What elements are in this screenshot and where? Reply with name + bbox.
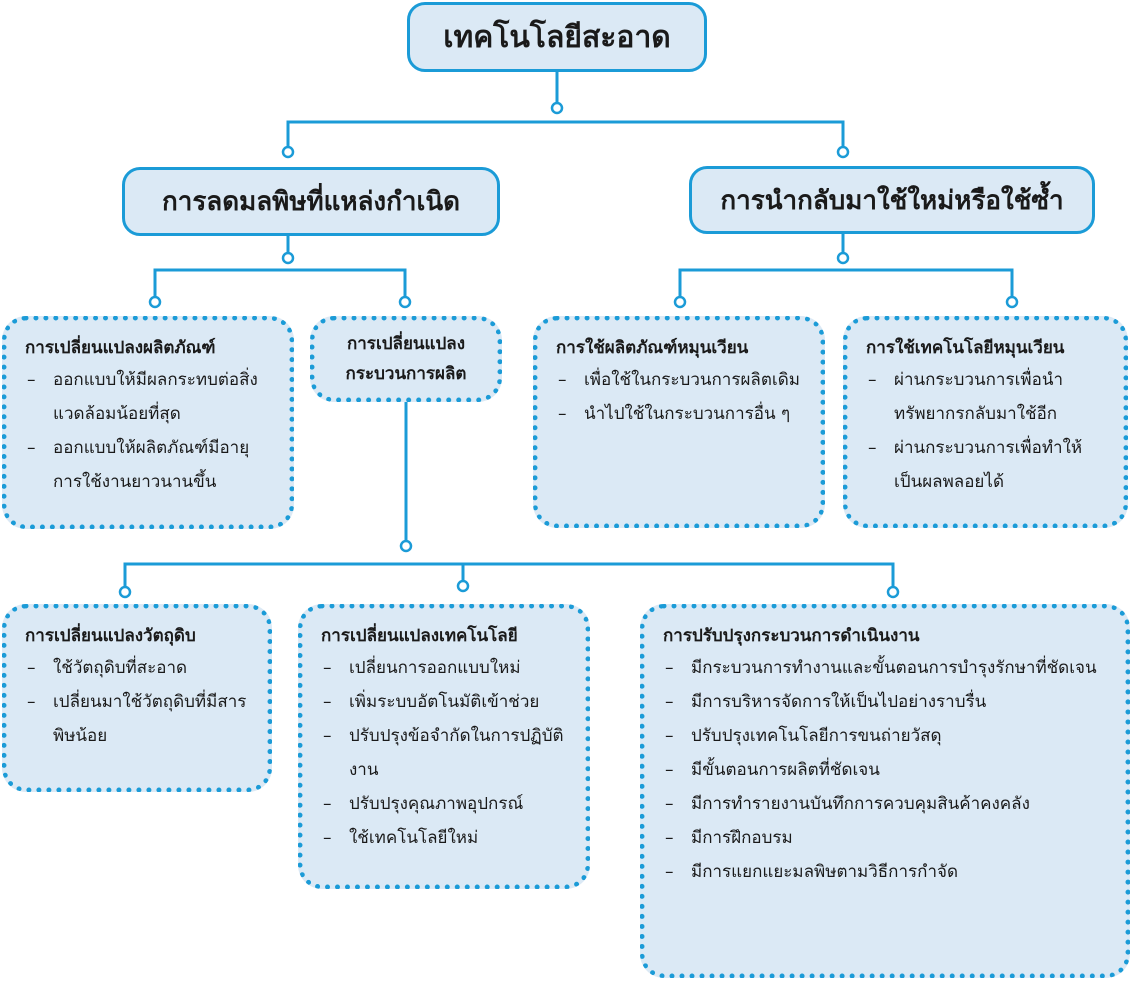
connector-node: [399, 539, 413, 553]
list-item: นำไปใช้ในกระบวนการอื่น ๆ: [556, 397, 806, 431]
list-item: มีการทำรายงานบันทึกการควบคุมสินค้าคงคลัง: [663, 787, 1111, 821]
connector-node: [456, 579, 470, 593]
connector-node: [673, 295, 687, 309]
box-product-change: การเปลี่ยนแปลงผลิตภัณฑ์ ออกแบบให้มีผลกระ…: [2, 316, 294, 529]
list-item: ออกแบบให้ผลิตภัณฑ์มีอายุการใช้งานยาวนานข…: [25, 431, 275, 499]
connector-node: [118, 585, 132, 599]
branch-source-reduction-title: การลดมลพิษที่แหล่งกำเนิด: [161, 187, 461, 217]
connector-node: [836, 251, 850, 265]
box-process-change-title-line2: กระบวนการผลิต: [345, 364, 467, 384]
list-item: มีการแยกแยะมลพิษตามวิธีการกำจัด: [663, 855, 1111, 889]
box-recycle-technology-title: การใช้เทคโนโลยีหมุนเวียน: [866, 338, 1065, 358]
box-raw-material-change: การเปลี่ยนแปลงวัตถุดิบ ใช้วัตถุดิบที่สะอ…: [2, 604, 272, 792]
list-item: มีขั้นตอนการผลิตที่ชัดเจน: [663, 753, 1111, 787]
list-item: เปลี่ยนการออกแบบใหม่: [321, 651, 571, 685]
list-item: ใช้เทคโนโลยีใหม่: [321, 821, 571, 855]
branch-reuse-recycle: การนำกลับมาใช้ใหม่หรือใช้ซ้ำ: [689, 166, 1095, 234]
list-item: ปรับปรุงคุณภาพอุปกรณ์: [321, 787, 571, 821]
root-title: เทคโนโลยีสะอาด: [443, 19, 671, 55]
box-operation-improvement-title: การปรับปรุงกระบวนการดำเนินงาน: [663, 626, 920, 646]
connector-node: [1005, 295, 1019, 309]
list-item: เพื่อใช้ในกระบวนการผลิตเดิม: [556, 363, 806, 397]
box-process-change: การเปลี่ยนแปลง กระบวนการผลิต: [310, 316, 502, 402]
list-item: ปรับปรุงเทคโนโลยีการขนถ่ายวัสดุ: [663, 719, 1111, 753]
box-technology-change-title: การเปลี่ยนแปลงเทคโนโลยี: [321, 626, 518, 646]
box-process-change-title-line1: การเปลี่ยนแปลง: [346, 334, 466, 354]
connector-node: [836, 145, 850, 159]
box-raw-material-change-title: การเปลี่ยนแปลงวัตถุดิบ: [25, 626, 196, 646]
box-process-change-title: การเปลี่ยนแปลง กระบวนการผลิต: [346, 329, 467, 389]
branch-reuse-recycle-title: การนำกลับมาใช้ใหม่หรือใช้ซ้ำ: [720, 185, 1064, 216]
root-node: เทคโนโลยีสะอาด: [407, 2, 707, 72]
connector-bottom-split: [123, 562, 895, 592]
box-product-change-title: การเปลี่ยนแปลงผลิตภัณฑ์: [25, 338, 216, 358]
list-item: มีการฝึกอบรม: [663, 821, 1111, 855]
connector-level1: [286, 120, 845, 152]
connector-node: [281, 145, 295, 159]
list-item: ใช้วัตถุดิบที่สะอาด: [25, 651, 253, 685]
connector-node: [886, 585, 900, 599]
connector-node: [148, 295, 162, 309]
list-item: มีการบริหารจัดการให้เป็นไปอย่างราบรื่น: [663, 685, 1111, 719]
connector-node: [398, 295, 412, 309]
box-recycle-product-title: การใช้ผลิตภัณฑ์หมุนเวียน: [556, 338, 749, 358]
box-recycle-product: การใช้ผลิตภัณฑ์หมุนเวียน เพื่อใช้ในกระบว…: [533, 316, 825, 528]
list-item: ผ่านกระบวนการเพื่อทำให้เป็นผลพลอยได้: [866, 431, 1109, 499]
list-item: ปรับปรุงข้อจำกัดในการปฏิบัติงาน: [321, 719, 571, 787]
list-item: เพิ่มระบบอัตโนมัติเข้าช่วย: [321, 685, 571, 719]
list-item: เปลี่ยนมาใช้วัตถุดิบที่มีสารพิษน้อย: [25, 685, 253, 753]
list-item: ผ่านกระบวนการเพื่อนำทรัพยากรกลับมาใช้อีก: [866, 363, 1109, 431]
list-item: มีกระบวนการทำงานและขั้นตอนการบำรุงรักษาท…: [663, 651, 1111, 685]
box-technology-change: การเปลี่ยนแปลงเทคโนโลยี เปลี่ยนการออกแบบ…: [298, 604, 590, 889]
box-recycle-technology: การใช้เทคโนโลยีหมุนเวียน ผ่านกระบวนการเพ…: [843, 316, 1128, 528]
connector-left-split: [153, 268, 407, 302]
box-operation-improvement: การปรับปรุงกระบวนการดำเนินงาน มีกระบวนกา…: [640, 604, 1130, 978]
connector-node: [550, 101, 564, 115]
connector-right-split: [678, 268, 1014, 302]
list-item: ออกแบบให้มีผลกระทบต่อสิ่งแวดล้อมน้อยที่ส…: [25, 363, 275, 431]
branch-source-reduction: การลดมลพิษที่แหล่งกำเนิด: [122, 167, 500, 236]
connector-node: [281, 251, 295, 265]
